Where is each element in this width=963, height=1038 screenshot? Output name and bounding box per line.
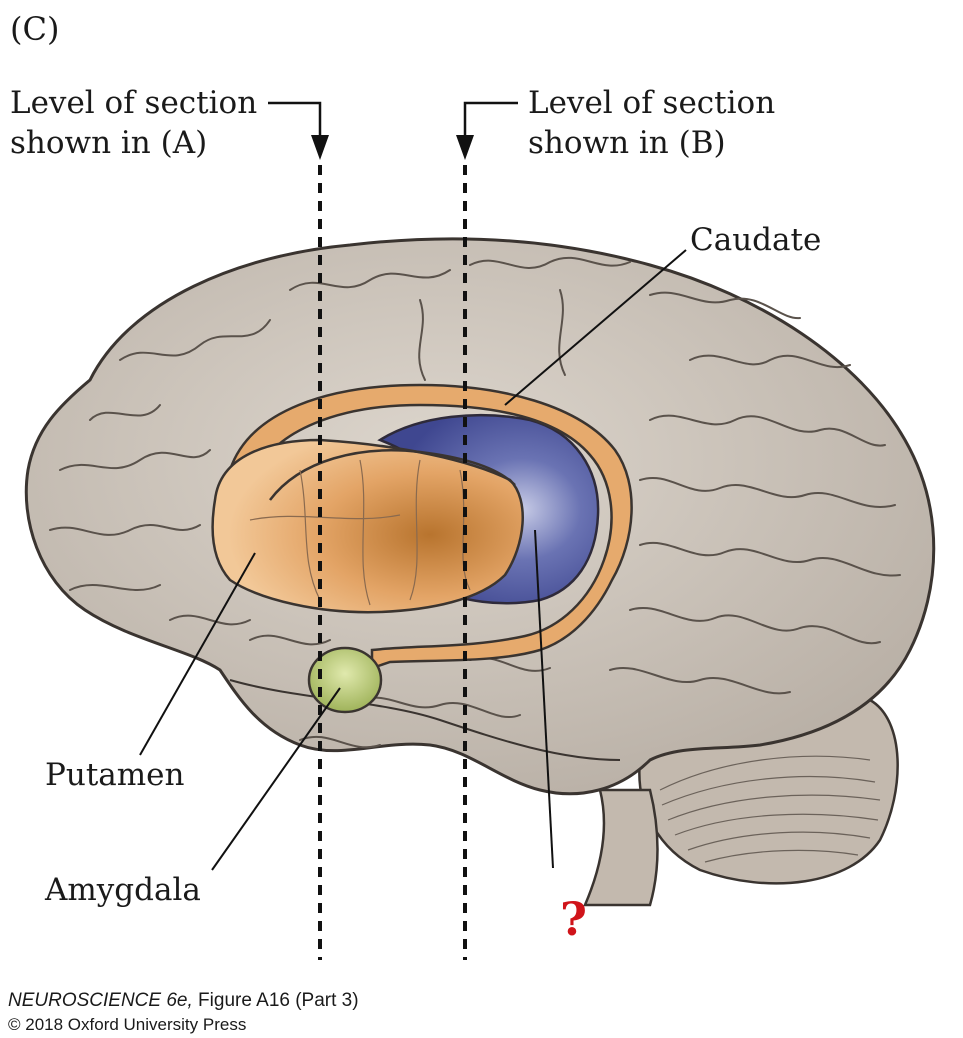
section-b-label-line2: shown in (B) xyxy=(528,125,726,161)
brainstem xyxy=(583,788,659,907)
amygdala-leader xyxy=(211,687,341,871)
section-a-pointer xyxy=(268,101,329,160)
amygdala-label: Amygdala xyxy=(44,872,201,908)
section-b-label-line1: Level of section xyxy=(528,85,775,121)
caudate xyxy=(228,383,633,670)
section-a-label-line2: shown in (A) xyxy=(10,125,207,161)
figure-credit: NEUROSCIENCE 6e, Figure A16 (Part 3) xyxy=(8,990,359,1011)
amygdala xyxy=(307,646,383,714)
question-mark-label: ? xyxy=(560,892,587,946)
section-a-label-line1: Level of section xyxy=(10,85,257,121)
cerebellum-folia xyxy=(659,755,881,863)
credit-title-rest: Figure A16 (Part 3) xyxy=(193,990,359,1011)
brain-sulci xyxy=(49,256,901,749)
unknown-leader xyxy=(534,529,554,869)
caudate-label: Caudate xyxy=(690,222,821,258)
caudate-leader xyxy=(504,249,687,406)
putamen-label: Putamen xyxy=(45,757,185,793)
credit-title-italic: NEUROSCIENCE 6e, xyxy=(8,990,193,1011)
putamen xyxy=(211,438,524,614)
putamen-leader xyxy=(139,552,256,756)
section-b-pointer xyxy=(456,101,518,160)
copyright: © 2018 Oxford University Press xyxy=(8,1015,246,1034)
panel-label: (C) xyxy=(10,10,59,48)
